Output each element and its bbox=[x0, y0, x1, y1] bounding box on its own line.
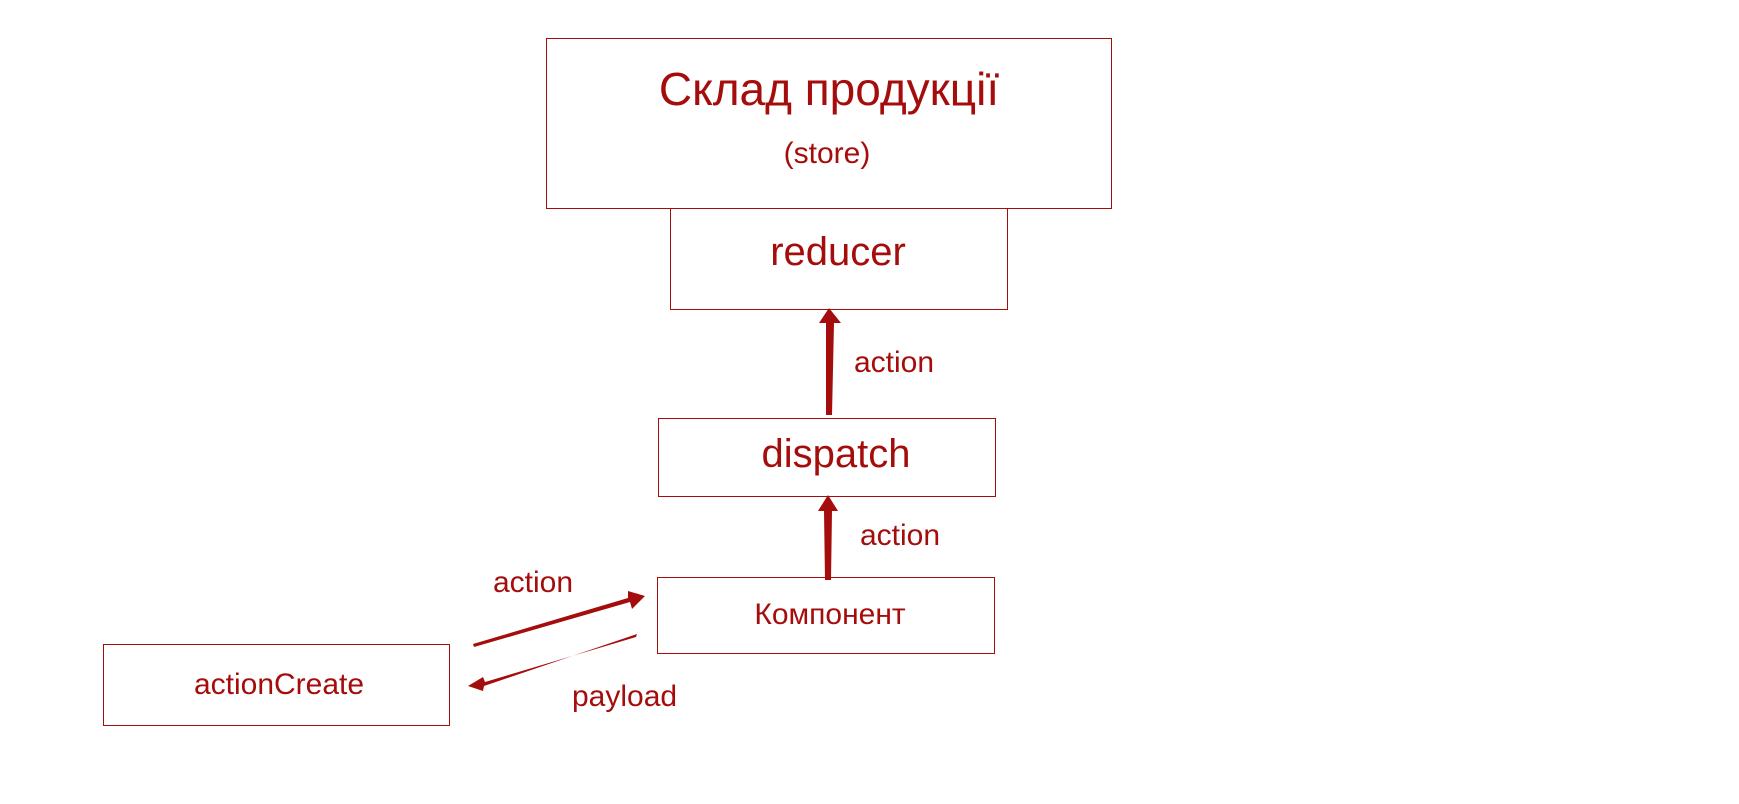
store-node bbox=[546, 38, 1112, 209]
component-node bbox=[657, 577, 995, 654]
reducer-node bbox=[670, 208, 1008, 310]
store-title: Склад продукції bbox=[658, 63, 1000, 115]
edge-label-component-to-dispatch: action bbox=[860, 519, 941, 552]
edge-label-component-to-creator: payload bbox=[572, 680, 678, 713]
arrow-component-to-dispatch bbox=[818, 495, 838, 580]
store-subtitle: (store) bbox=[783, 137, 871, 170]
action-creator-label: actionCreate bbox=[193, 668, 365, 701]
arrow-creator-to-component bbox=[473, 591, 645, 647]
component-label: Компонент bbox=[754, 598, 906, 631]
reducer-label: reducer bbox=[770, 230, 906, 274]
edge-label-dispatch-to-reducer: action bbox=[854, 346, 935, 379]
action-creator-node bbox=[103, 644, 450, 726]
arrow-dispatch-to-reducer bbox=[819, 308, 841, 415]
dispatch-label: dispatch bbox=[761, 432, 911, 476]
edge-label-creator-to-component: action bbox=[493, 566, 574, 599]
